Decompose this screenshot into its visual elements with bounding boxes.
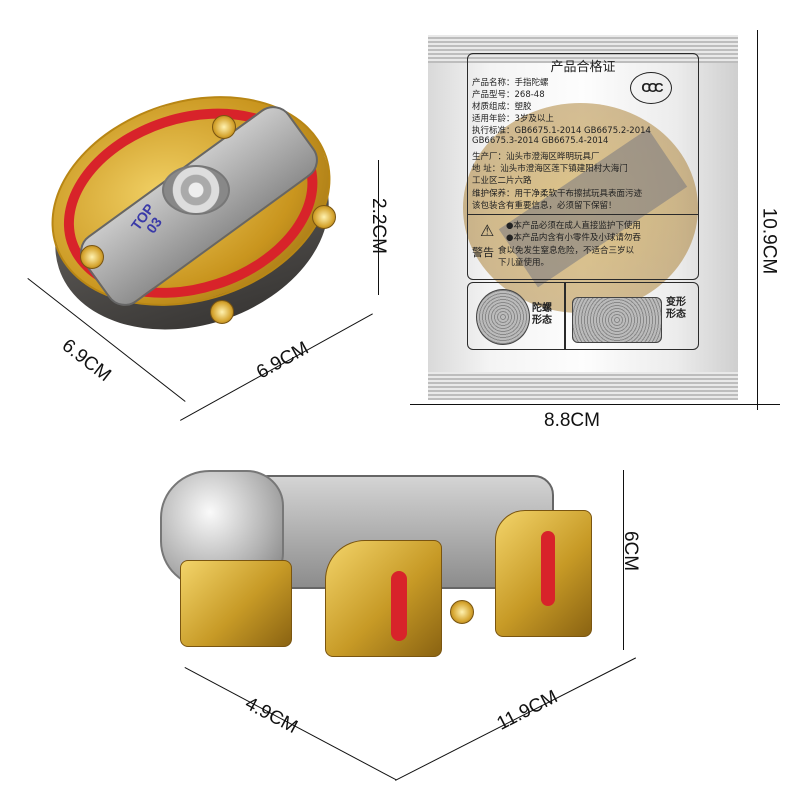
- certificate-box: 产品合格证 CCC 产品名称：手指陀螺 产品型号：268-48 材质组成：塑胶 …: [467, 53, 699, 280]
- package-height-line: [757, 30, 758, 410]
- robot-rear-leg: [495, 510, 592, 637]
- cert-age: 适用年龄：3岁及以上: [472, 114, 554, 124]
- gear-icon: [312, 205, 336, 229]
- cert-address-2: 工业区二片六路: [472, 176, 532, 186]
- cert-warning-1: ●本产品必须在成人直接监护下使用: [506, 221, 641, 231]
- gear-icon: [210, 300, 234, 324]
- robot-length-label: 11.9CM: [493, 686, 562, 735]
- cert-model: 产品型号：268-48: [472, 90, 545, 100]
- cert-warning-label: 警告: [472, 246, 494, 259]
- cert-standard-1: 执行标准：GB6675.1-2014 GB6675.2-2014: [472, 126, 651, 136]
- gear-icon: [80, 245, 104, 269]
- spinner-bearing-hub: [162, 165, 230, 215]
- robot-height-label: 6CM: [620, 530, 642, 572]
- cert-product-name: 产品名称：手指陀螺: [472, 78, 549, 88]
- certificate-title: 产品合格证: [550, 60, 616, 75]
- spinner-form-illustration: [476, 289, 530, 345]
- cert-standard-2: GB6675.3-2014 GB6675.4-2014: [472, 136, 609, 146]
- package-top-seal: [428, 35, 738, 63]
- spinner-height-line: [378, 160, 379, 295]
- cert-warning-2: ●本产品内含有小零件及小球请勿吞: [506, 233, 641, 243]
- spinner-height-label: 2.2CM: [367, 198, 389, 254]
- package-width-line: [410, 404, 780, 405]
- spinner-top-product: TOP 03: [24, 61, 358, 364]
- robot-depth-label: 4.9CM: [241, 693, 301, 738]
- cert-address-1: 地 址：汕头市澄海区莲下镇建阳村大海门: [472, 164, 628, 174]
- cert-material: 材质组成：塑胶: [472, 102, 532, 112]
- spinner-depth-label: 6.9CM: [57, 335, 115, 387]
- ccc-mark-icon: CCC: [630, 72, 672, 104]
- cert-divider: [468, 214, 698, 215]
- gear-icon: [450, 600, 474, 624]
- cert-warning-3: 食以免发生窒息危险，不适合三岁以: [498, 246, 635, 256]
- transformed-robot-product: [160, 460, 610, 660]
- robot-height-line: [623, 470, 624, 650]
- package-width-label: 8.8CM: [544, 410, 600, 431]
- spinner-form-label: 陀螺形态: [532, 303, 552, 326]
- transform-form-illustration: [572, 297, 662, 343]
- package-bottom-seal: [428, 372, 738, 400]
- forms-box: 陀螺形态 变形形态: [467, 282, 699, 350]
- transform-form-label: 变形形态: [666, 297, 686, 320]
- robot-front-right-leg: [325, 540, 442, 657]
- gear-icon: [212, 115, 236, 139]
- package-height-label: 10.9CM: [758, 207, 780, 275]
- product-package: 产品合格证 CCC 产品名称：手指陀螺 产品型号：268-48 材质组成：塑胶 …: [428, 35, 738, 400]
- package-window: [463, 103, 698, 313]
- robot-front-left-leg: [180, 560, 292, 647]
- warning-triangle-icon: ⚠: [480, 221, 495, 240]
- cert-maintenance: 维护保养：用干净柔软干布擦拭玩具表面污迹: [472, 189, 643, 199]
- cert-keep-notice: 该包装含有重要信息，必须留下保留！: [472, 201, 617, 211]
- cert-manufacturer: 生产厂：汕头市澄海区晔明玩具厂: [472, 152, 600, 162]
- spinner-width-label: 6.9CM: [253, 337, 313, 384]
- cert-warning-4: 下儿童使用。: [498, 258, 550, 268]
